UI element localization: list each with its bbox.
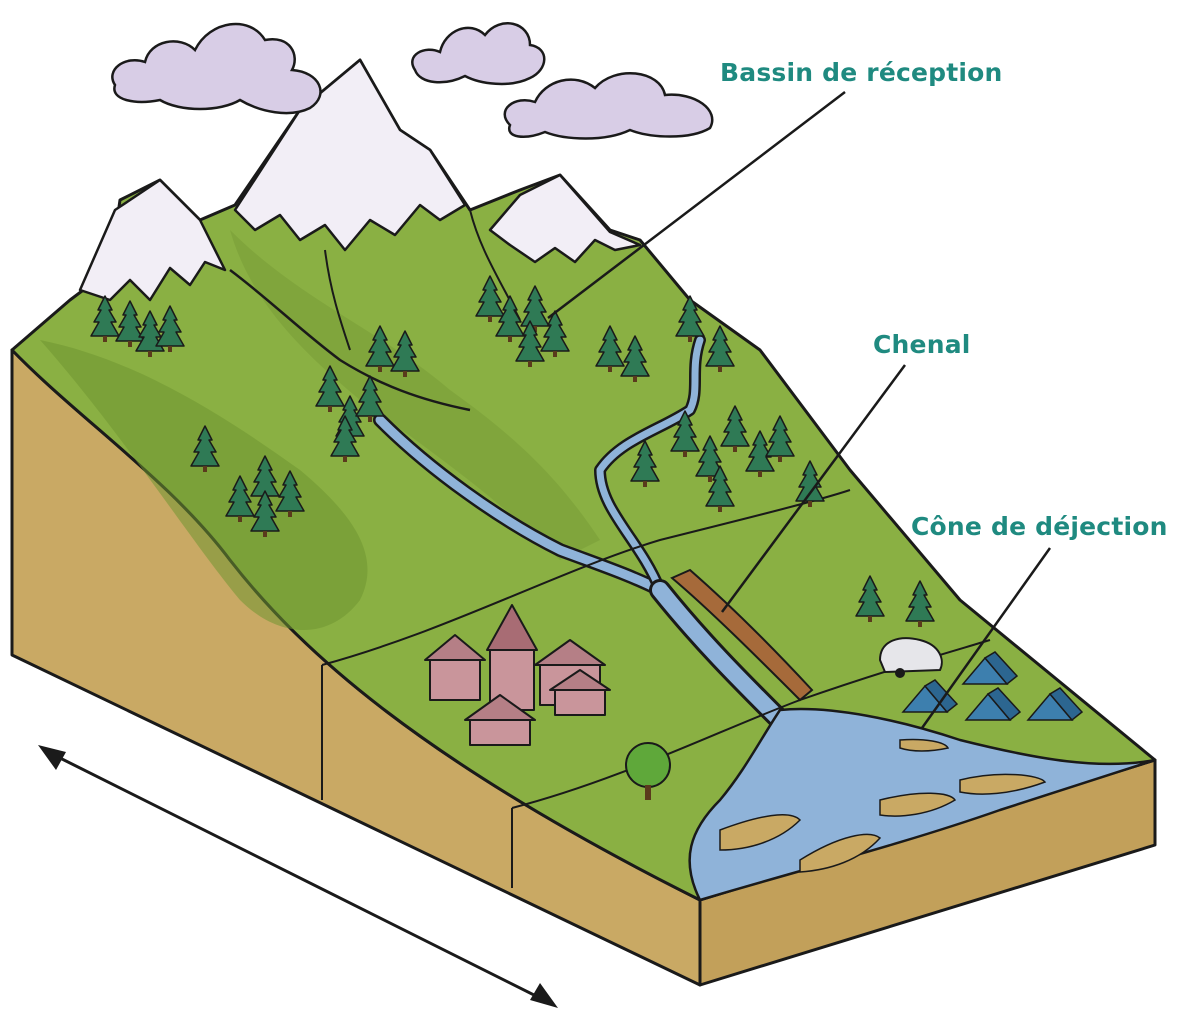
- mountain-peak-icon: [488, 173, 642, 264]
- caravan-icon: [878, 637, 943, 678]
- leader-line-bassin: [547, 91, 846, 319]
- river: [373, 334, 791, 731]
- cloud-icon: [111, 22, 322, 115]
- channel-bank: [670, 568, 814, 702]
- mountain-peak-icon: [233, 58, 467, 252]
- cloud-icon: [411, 22, 546, 86]
- double-arrow-icon: [38, 745, 558, 1008]
- label-cone-de-dejection: Cône de déjection: [911, 512, 1168, 541]
- leader-line-chenal: [720, 364, 907, 613]
- cloud-icon: [503, 71, 714, 140]
- mountain-peak-icon: [78, 178, 227, 302]
- grass-shade: [40, 340, 368, 630]
- leader-line-cone: [920, 547, 1052, 729]
- label-bassin-de-reception: Bassin de réception: [720, 58, 1003, 87]
- fan-gravel-bars: [719, 738, 1047, 873]
- deciduous-tree-icon: [625, 742, 671, 800]
- village-icon: [424, 604, 611, 746]
- label-chenal: Chenal: [873, 330, 971, 359]
